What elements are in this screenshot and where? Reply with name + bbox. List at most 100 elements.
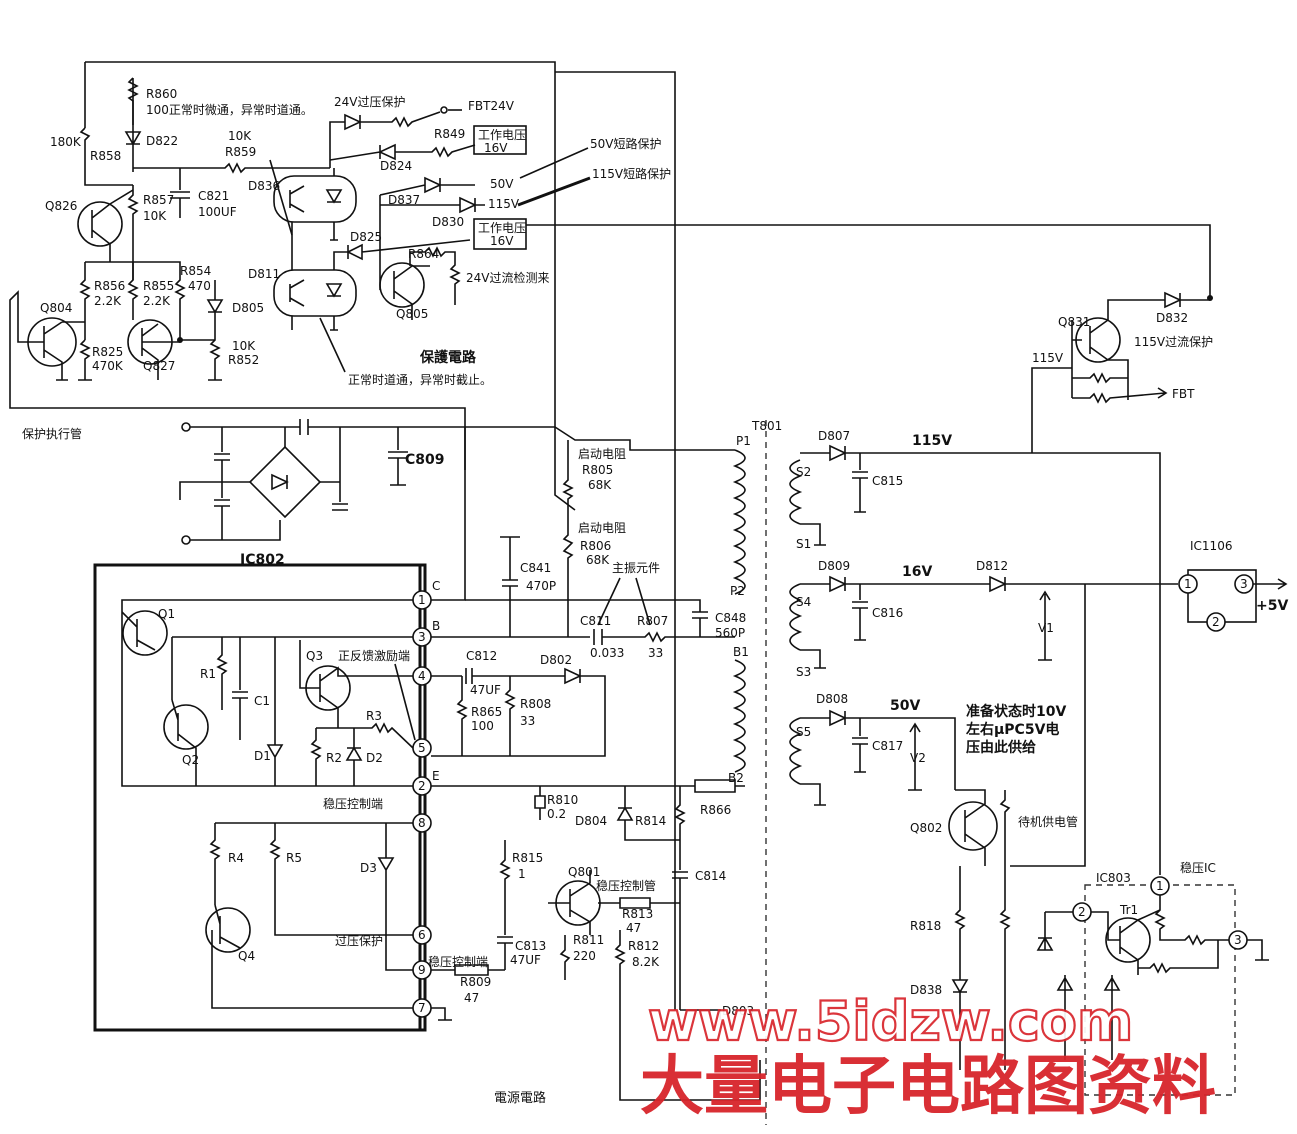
- ov-prot-label: 过压保护: [335, 934, 383, 948]
- q802-transistor: [948, 801, 998, 851]
- r811-value: 220: [573, 949, 596, 963]
- q4-transistor: [205, 907, 251, 953]
- q827-label: Q827: [143, 359, 175, 373]
- r814-label: R814: [635, 814, 666, 828]
- protection-circuit: R860 100正常时微通，异常时道通。 D822 180K R858 10K …: [9, 61, 1211, 1010]
- r807-label: R807: [637, 614, 668, 628]
- r5-label: R5: [286, 851, 302, 865]
- s3-label: S3: [796, 665, 811, 679]
- r855-label: R855: [143, 279, 174, 293]
- d803-label: D803: [722, 1004, 754, 1018]
- q804-label: Q804: [40, 301, 72, 315]
- primary-winding: [732, 449, 746, 595]
- c841-label: C841: [520, 561, 551, 575]
- d808-label: D808: [816, 692, 848, 706]
- ic1106-pin-1: 1: [1184, 577, 1192, 591]
- power-title: 電源電路: [494, 1090, 546, 1106]
- ic803-label: IC803: [1096, 871, 1131, 885]
- s4-label: S4: [796, 595, 811, 609]
- c809-label: C809: [405, 452, 445, 468]
- tr1-transistor: [1105, 917, 1151, 963]
- q2-transistor: [163, 704, 209, 750]
- v115-out: 115V: [912, 433, 952, 449]
- r813-label: R813: [622, 907, 653, 921]
- v2-label: V2: [910, 751, 926, 765]
- c812-label: C812: [466, 649, 497, 663]
- r810-label: R810: [547, 793, 578, 807]
- v50-label: 50V: [490, 177, 514, 191]
- r856-label: R856: [94, 279, 125, 293]
- q802-label: Q802: [910, 821, 942, 835]
- c815-label: C815: [872, 474, 903, 488]
- protection-title: 保護電路: [419, 349, 477, 366]
- ic803-pin-1: 1: [1156, 879, 1164, 893]
- r854-label: R854: [180, 264, 211, 278]
- d811-optocoupler: [273, 269, 357, 317]
- r1-label: R1: [200, 667, 216, 681]
- r812-label: R812: [628, 939, 659, 953]
- d809-label: D809: [818, 559, 850, 573]
- r865-value: 100: [471, 719, 494, 733]
- v1-label: V1: [1038, 621, 1054, 635]
- p2-label: P2: [730, 584, 745, 598]
- tr1-label: Tr1: [1119, 903, 1138, 917]
- d830-label: D830: [432, 215, 464, 229]
- r815-value: 1: [518, 867, 526, 881]
- watermark-url: www.5idzw.com: [648, 990, 1133, 1053]
- r825-label: R825: [92, 345, 123, 359]
- r810-value: 0.2: [547, 807, 566, 821]
- sc115-label: 115V短路保护: [592, 166, 671, 181]
- q3-label: Q3: [306, 649, 323, 663]
- c848-label: C848: [715, 611, 746, 625]
- pin-4: 4: [418, 669, 426, 683]
- r859-label: R859: [225, 145, 256, 159]
- r825-value: 470K: [92, 359, 124, 373]
- standby-note-1: 准备状态时10V: [966, 703, 1066, 720]
- p1-label: P1: [736, 434, 751, 448]
- work-voltage-1: 工作电压: [478, 128, 526, 142]
- standby-note-3: 压由此供给: [966, 739, 1036, 756]
- d807-label: D807: [818, 429, 850, 443]
- reg-tube-label: 稳压控制管: [596, 878, 656, 893]
- d812-label: D812: [976, 559, 1008, 573]
- r808-label: R808: [520, 697, 551, 711]
- v16-out: 16V: [902, 564, 932, 580]
- d804-label: D804: [575, 814, 607, 828]
- start-r-label-2: 启动电阻: [578, 521, 626, 535]
- b1-label: B1: [733, 645, 749, 659]
- b2-label: B2: [728, 771, 744, 785]
- c812-value: 47UF: [470, 683, 501, 697]
- d822-label: D822: [146, 134, 178, 148]
- r4-label: R4: [228, 851, 244, 865]
- r3-label: R3: [366, 709, 382, 723]
- reg-ic-label: 稳压IC: [1180, 860, 1216, 875]
- c841-value: 470P: [526, 579, 556, 593]
- r852-value: 10K: [232, 339, 256, 353]
- r808-value: 33: [520, 714, 535, 728]
- c813-label: C813: [515, 939, 546, 953]
- fbt24-label: FBT24V: [468, 99, 515, 113]
- pin-e: E: [432, 769, 440, 783]
- q1-label: Q1: [158, 607, 175, 621]
- power-circuit: IC802 C809 1 3 4 5 2 8 6 9 7 C B E: [93, 419, 761, 1106]
- d805-label: D805: [232, 301, 264, 315]
- r812-value: 8.2K: [632, 955, 660, 969]
- r818-label: R818: [910, 919, 941, 933]
- c814-label: C814: [695, 869, 726, 883]
- r849-label: R849: [434, 127, 465, 141]
- r807-value: 33: [648, 646, 663, 660]
- work-voltage-box-2: [473, 218, 527, 250]
- pin-2: 2: [418, 779, 426, 793]
- oc24-label: 24V过流检测来: [466, 270, 549, 285]
- pin-6: 6: [418, 928, 426, 942]
- r858-value: 180K: [50, 135, 82, 149]
- d832-label: D832: [1156, 311, 1188, 325]
- d824-label: D824: [380, 159, 412, 173]
- pin-5: 5: [418, 741, 426, 755]
- r805-value: 68K: [588, 478, 612, 492]
- r852-label: R852: [228, 353, 259, 367]
- transformer-t801: T801 P1 P2 B1 B2 S2 S1 S4 S3 S5: [728, 419, 811, 1125]
- v115-label: 115V: [488, 197, 520, 211]
